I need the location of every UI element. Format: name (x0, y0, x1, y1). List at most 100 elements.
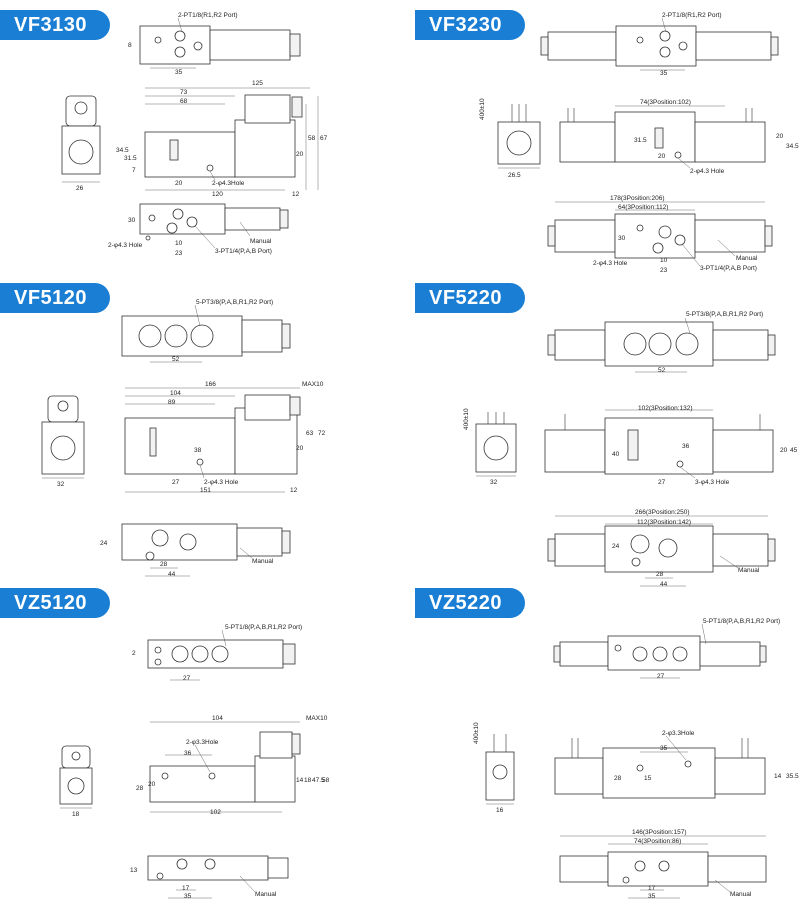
vf3130-dim-68: 68 (180, 98, 188, 105)
vf3230-hole-bot: 2-φ4.3 Hole (593, 260, 628, 267)
title-badge-vf3130: VF3130 (0, 10, 114, 40)
vf5220-manual: Manual (738, 567, 760, 574)
vf3130-drawings: 35 8 2-PT1/8(R1,R2 Port) 26 125 73 (61, 12, 328, 257)
vf3230-side-view: 400±10 26.5 (479, 98, 541, 179)
vz5120-dim-18-v: 18 (304, 777, 312, 784)
vz5120-dim-20: 20 (148, 781, 156, 788)
vf3130-dim-7: 7 (132, 167, 136, 174)
vf3230-port-bot: 3-PT1/4(P,A,B Port) (700, 265, 757, 272)
vf3130-dim-8: 8 (128, 42, 132, 49)
vz5120-dim-14: 14 (296, 777, 304, 784)
vf5120-top-view: 52 5-PT3/8(P,A,B,R1,R2 Port) (121, 299, 291, 363)
vf5120-dim-28: 28 (160, 561, 168, 568)
vz5120-bottom-view: 13 17 35 Manual (130, 855, 289, 900)
vf3130-dim-20-h: 20 (175, 180, 183, 187)
vf3130-dim-120: 120 (212, 191, 223, 198)
vf5220-dim-32: 32 (490, 479, 498, 486)
vz5220-manual: Manual (730, 891, 752, 898)
vz5220-side-view: 400±10 16 (473, 722, 515, 814)
vf3130-side-view: 26 (61, 95, 101, 192)
vz5120-dim-max10: MAX10 (306, 715, 328, 722)
vf3130-top-view: 35 8 2-PT1/8(R1,R2 Port) (128, 12, 301, 76)
vz5120-drawings: 2 27 5-PT1/8(P,A,B,R1,R2 Port) 18 104 MA… (59, 624, 330, 900)
vf3230-dim-26-5: 26.5 (508, 172, 521, 179)
vz5220-port-top: 5-PT1/8(P,A,B,R1,R2 Port) (703, 618, 780, 625)
vf5220-side-view: 400±10 32 (463, 408, 517, 486)
vz5120-hole: 2-φ3.3Hole (186, 739, 219, 746)
vz5220-dim-35: 35 (660, 745, 668, 752)
vz5120-dim-13: 13 (130, 867, 138, 874)
vf3230-hole-label: 2-φ4.3 Hole (690, 168, 725, 175)
vz5120-dim-36: 36 (184, 750, 192, 757)
vf5120-manual: Manual (252, 558, 274, 565)
vf3230-dim-178: 178(3Position:206) (610, 195, 665, 202)
vf5220-dim-20: 20 (780, 447, 788, 454)
vf5120-dim-27: 27 (172, 479, 180, 486)
vf3230-manual: Manual (736, 255, 758, 262)
vf5120-dim-166: 166 (205, 381, 216, 388)
title-badge-vz5120: VZ5120 (0, 588, 114, 618)
vz5220-dim-17: 17 (648, 885, 656, 892)
vf5220-drawings: 52 5-PT3/8(P,A,B,R1,R2 Port) 400±10 32 1… (463, 311, 798, 588)
title-badge-vf3230: VF3230 (415, 10, 529, 40)
vf3130-bottom-view: 30 2-φ4.3 Hole 10 23 Manual 3-PT1/4(P,A,… (108, 203, 289, 257)
vf3230-bottom-view: 178(3Position:206) 64(3Position:112) 30 … (547, 195, 773, 274)
vf5120-dim-104: 104 (170, 390, 181, 397)
vf5220-bottom-view: 266(3Position:250) 112(3Position:142) 24… (547, 509, 776, 588)
title-badge-vz5220: VZ5220 (415, 588, 529, 618)
vf3230-dim-34-5: 34.5 (786, 143, 799, 150)
vf5220-dim-36: 36 (682, 443, 690, 450)
vz5120-dim-17: 17 (182, 885, 190, 892)
vz5220-dim-400: 400±10 (473, 722, 480, 744)
vz5120-dim-2: 2 (132, 650, 136, 657)
vz5120-dim-104: 104 (212, 715, 223, 722)
vz5220-hole: 2-φ3.3Hole (662, 730, 695, 737)
vf3130-front-view: 125 73 68 58 67 20 34.5 31.5 7 20 2-φ4.3… (116, 80, 328, 198)
vz5220-dim-35-5: 35.5 (786, 773, 799, 780)
vf3130-dim-12: 12 (292, 191, 300, 198)
vf3230-dim-20-h: 20 (658, 153, 666, 160)
vf5220-dim-102: 102(3Position:132) (638, 405, 693, 412)
vf3130-port-bot: 3-PT1/4(P,A,B Port) (215, 248, 272, 255)
vf5120-bottom-view: 24 28 44 Manual (100, 523, 291, 578)
vf3230-port-top: 2-PT1/8(R1,R2 Port) (662, 12, 722, 19)
vf5120-dim-63: 63 (306, 430, 314, 437)
vf3130-dim-23: 23 (175, 250, 183, 257)
vf5120-side-view: 32 (41, 395, 85, 488)
vf3230-dim-64: 64(3Position:112) (618, 204, 668, 211)
vf5120-dim-32: 32 (57, 481, 65, 488)
vf5220-port-top: 5-PT3/8(P,A,B,R1,R2 Port) (686, 311, 763, 318)
vf5220-dim-52: 52 (658, 367, 666, 374)
vz5220-dim-15: 15 (644, 775, 652, 782)
vf3130-hole-label: 2-φ4.3Hole (212, 180, 245, 187)
vf3230-dim-23: 23 (660, 267, 668, 274)
vf3230-dim-20-v: 20 (776, 133, 784, 140)
vz5120-port-top: 5-PT1/8(P,A,B,R1,R2 Port) (225, 624, 302, 631)
vf5120-dim-52: 52 (172, 356, 180, 363)
vf3130-dim-20-v: 20 (296, 151, 304, 158)
vf5220-dim-400: 400±10 (463, 408, 470, 430)
vz5120-front-view: 104 MAX10 2-φ3.3Hole 36 28 20 14 18 47.5… (136, 715, 330, 816)
vf3130-dim-125: 125 (252, 80, 263, 87)
vf5220-top-view: 52 5-PT3/8(P,A,B,R1,R2 Port) (547, 311, 776, 374)
vz5120-dim-102: 102 (210, 809, 221, 816)
vf3230-drawings: 35 2-PT1/8(R1,R2 Port) 400±10 26.5 74 (479, 12, 799, 274)
vf5220-hole: 3-φ4.3 Hole (695, 479, 730, 486)
vf3130-dim-26: 26 (76, 185, 84, 192)
vf5120-hole: 2-φ4.3 Hole (204, 479, 239, 486)
vz5220-dim-27: 27 (657, 673, 665, 680)
vf5220-dim-266: 266(3Position:250) (635, 509, 690, 516)
vf5220-dim-45: 45 (790, 447, 798, 454)
vf3130-hole-bot: 2-φ4.3 Hole (108, 242, 143, 249)
title-badge-vf5120: VF5120 (0, 283, 114, 313)
vf3130-dim-35: 35 (175, 69, 183, 76)
vf3230-dim-30: 30 (618, 235, 626, 242)
vf5220-dim-40: 40 (612, 451, 620, 458)
vz5220-dim-35b: 35 (648, 893, 656, 900)
vz5120-top-view: 2 27 5-PT1/8(P,A,B,R1,R2 Port) (132, 624, 302, 682)
vf5220-dim-27: 27 (658, 479, 666, 486)
vf3130-dim-67: 67 (320, 135, 328, 142)
vf3230-top-view: 35 2-PT1/8(R1,R2 Port) (540, 12, 779, 77)
vf5120-drawings: 52 5-PT3/8(P,A,B,R1,R2 Port) 32 166 MAX1… (41, 299, 326, 578)
